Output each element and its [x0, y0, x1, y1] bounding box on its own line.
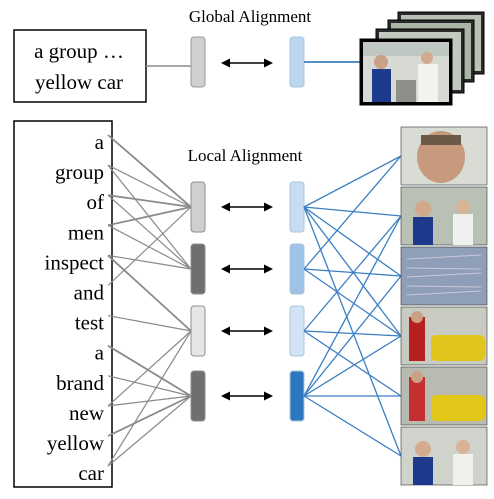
- text-feature-3: [190, 370, 206, 422]
- video-edge: [303, 330, 402, 337]
- local-video-frames: [400, 126, 488, 486]
- video-edge: [303, 206, 402, 337]
- video-frame-4: [400, 366, 488, 426]
- video-frame-1: [400, 186, 488, 246]
- global-double-arrow: [221, 58, 273, 68]
- video-edge: [303, 330, 402, 397]
- text-edge: [107, 224, 192, 270]
- video-edge: [303, 335, 402, 397]
- word-6: test: [75, 311, 104, 335]
- text-edge: [107, 164, 192, 270]
- video-edge: [303, 275, 402, 397]
- text-feature-1: [190, 243, 206, 295]
- double-arrow-1: [221, 264, 273, 274]
- video-feature-1: [289, 243, 305, 295]
- double-arrow-3: [221, 391, 273, 401]
- text-edge: [107, 395, 192, 467]
- text-edge: [107, 254, 192, 270]
- word-2: of: [87, 190, 105, 214]
- video-frame-0: [400, 126, 488, 186]
- text-edge: [107, 375, 192, 397]
- global-video-frame-stack: [359, 11, 485, 106]
- local-video-features: [289, 181, 305, 422]
- global-text-feature: [190, 36, 206, 88]
- video-edge: [303, 215, 402, 397]
- video-edge: [303, 268, 402, 337]
- video-edge: [303, 155, 402, 270]
- word-0: a: [95, 130, 105, 154]
- video-frame-3: [400, 306, 488, 366]
- text-edge: [107, 254, 192, 332]
- video-feature-3: [289, 370, 305, 422]
- video-feature-0: [289, 181, 305, 233]
- text-feature-2: [190, 305, 206, 357]
- word-8: brand: [56, 371, 104, 395]
- text-edge: [107, 344, 192, 397]
- text-edge: [107, 164, 192, 208]
- word-4: inspect: [45, 250, 105, 274]
- word-1: group: [55, 160, 104, 184]
- text-edge: [107, 194, 192, 270]
- text-edge: [107, 315, 192, 332]
- video-edge: [303, 395, 402, 457]
- local-text-features: [190, 181, 206, 422]
- text-edge: [107, 206, 192, 286]
- text-edge: [107, 330, 192, 407]
- video-edge: [303, 215, 402, 332]
- video-frame-2: [400, 246, 488, 306]
- video-edges: [303, 155, 402, 457]
- word-9: new: [69, 401, 105, 425]
- global-alignment-title: Global Alignment: [189, 7, 312, 26]
- video-frame-5: [400, 426, 488, 486]
- text-edge: [107, 194, 192, 208]
- text-edges: [107, 134, 192, 467]
- global-front-frame: [359, 38, 453, 106]
- video-edge: [303, 206, 402, 277]
- global-caption-box: [13, 29, 147, 103]
- local-double-arrows: [221, 202, 273, 401]
- word-7: a: [95, 341, 105, 365]
- video-edge: [303, 155, 402, 208]
- global-caption-line-2: yellow car: [35, 70, 123, 94]
- word-3: men: [68, 220, 105, 244]
- text-edge: [107, 395, 192, 437]
- text-edge: [107, 134, 192, 208]
- word-11: car: [78, 461, 104, 485]
- word-list: a group of men inspect and test a brand new yellow…: [45, 130, 105, 485]
- word-list-box: [13, 120, 113, 488]
- video-edge: [303, 206, 402, 217]
- local-alignment-title: Local Alignment: [188, 146, 303, 165]
- double-arrow-2: [221, 326, 273, 336]
- video-edge: [303, 206, 402, 457]
- word-10: yellow: [47, 431, 105, 455]
- text-feature-0: [190, 181, 206, 233]
- video-feature-2: [289, 305, 305, 357]
- text-edge: [107, 395, 192, 407]
- text-edge: [107, 330, 192, 467]
- double-arrow-0: [221, 202, 273, 212]
- word-5: and: [74, 281, 105, 305]
- global-caption-line-1: a group …: [34, 39, 124, 63]
- global-video-feature: [289, 36, 305, 88]
